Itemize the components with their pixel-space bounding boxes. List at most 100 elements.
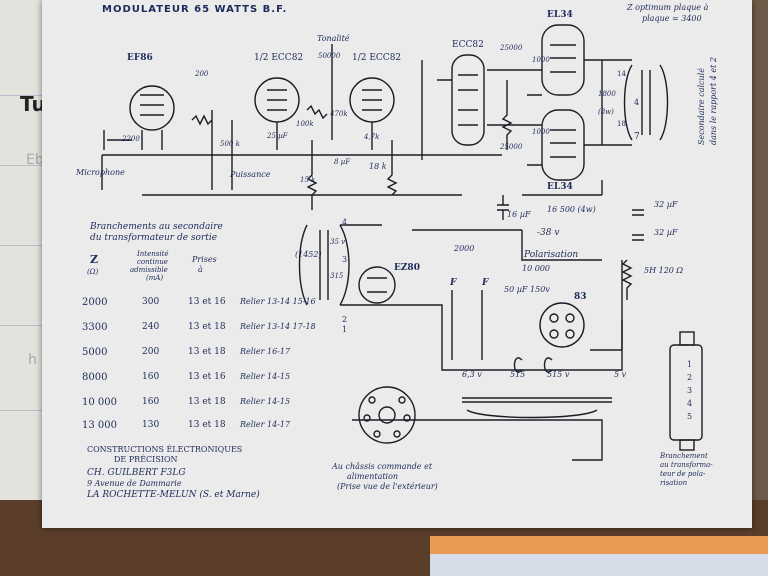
plug-pin: 3 [687,386,693,395]
maker-line: CH. GUILBERT F3LG [87,468,186,478]
table-cell-i: 240 [142,322,160,332]
table-cell-z: 10 000 [82,397,117,408]
col-header-i: admissible [130,266,168,274]
bias-voltage-label: -38 v [537,228,560,238]
side-note: dans le rapport 4 et 2 [709,57,718,145]
table-cell-i: 300 [142,297,160,307]
tube-ef86-envelope [129,85,175,131]
resistor-label: 1800 [598,90,616,98]
ruled-line [0,245,60,246]
cap-label: 32 µF [654,228,678,237]
winding-number: 35 v [330,238,346,246]
cap-label: 8 µF [334,158,351,166]
winding-number: 4 [342,218,348,227]
plug-note: au transforma- [660,461,713,469]
plug-pin: 4 [687,399,693,408]
table-cell-r: Relier 14-15 [240,372,291,381]
col-header-p: Prises [192,255,217,264]
resistor-label: 15 k [300,176,316,184]
winding-label: 515 v [547,370,570,379]
tube-83-envelope [539,302,585,348]
microphone-label: Microphone [76,168,125,177]
table-cell-i: 200 [142,347,160,357]
chassis-note: (Prise vue de l'extérieur) [337,482,438,491]
mains-transformer-core [462,397,612,403]
resistor-label: 18 k [369,162,387,171]
filament-label: F [450,278,457,288]
output-tap: 14 [617,70,626,78]
table-cell-i: 160 [142,372,160,382]
plug-note: teur de pola- [660,470,706,478]
output-tap: 4 [634,98,640,107]
table-cell-p: 13 et 18 [188,397,226,407]
resistor-label: 25000 [500,44,523,52]
winding-label: 515 [510,370,526,379]
cap-label: 32 µF [654,200,678,209]
top-right-note: plaque = 3400 [642,14,702,23]
cap-label: 16 µF [507,210,531,219]
winding-number: 1 [342,325,348,334]
resistor-label: 25000 [500,143,523,151]
resistor-label: 470k [330,110,348,118]
tube-label-ecc82-c: ECC82 [452,40,484,50]
output-tap: 18 [617,120,626,128]
table-cell-r: Relier 13-14 15-16 [240,297,316,306]
table-cell-r: Relier 14-17 [240,420,291,429]
cap-label: 200 [195,70,209,78]
plug-pin: 1 [687,360,693,369]
ruled-line [0,325,60,326]
power-transformer-core [319,230,329,300]
table-cell-p: 13 et 18 [188,322,226,332]
tube-label-el34-b: EL34 [547,182,573,192]
tube-el34-b-envelope [541,109,585,181]
table-cell-z: 2000 [82,297,108,308]
tube-label-ecc82-b: 1/2 ECC82 [352,53,402,63]
circuit-drawing [101,24,703,461]
resistor-label: 100k [296,120,314,128]
tube-ez80-envelope [358,266,396,304]
output-tap: 7 [634,132,640,142]
resistor-label: 2000 [454,244,475,253]
table-cell-r: Relier 14-15 [240,397,291,406]
winding-label: 6,3 v [462,370,482,379]
cap-label: 25 µF [267,132,288,140]
margin-note: h [28,352,37,368]
filament-label: F [482,278,489,288]
winding-label: 5 v [614,370,627,379]
col-header-z: Z [90,253,99,266]
resistor-label: 500 k [220,140,240,148]
table-cell-z: 8000 [82,372,108,383]
side-note: Secondaire calculé [697,68,706,145]
tube-label-ecc82-a: 1/2 ECC82 [254,53,304,63]
table-cell-p: 13 et 18 [188,420,226,430]
margin-note: Tu [20,92,46,116]
tube-label-83: 83 [574,292,587,302]
tube-label-el34-a: EL34 [547,10,573,20]
winding-number: 2 [342,315,348,324]
winding-number: 3 [342,255,348,264]
maker-line: CONSTRUCTIONS ÉLECTRONIQUES [87,445,243,454]
puissance-label: Puissance [230,170,271,179]
tube-label-ez80: EZ80 [394,263,420,273]
tonalite-label: Tonalité [317,34,350,43]
table-cell-p: 13 et 16 [188,372,226,382]
bias-plug-icon [669,344,703,441]
schematic-title: MODULATEUR 65 WATTS B.F. [102,4,288,15]
resistor-label: 4,7k [364,133,380,141]
maker-line: DE PRÉCISION [114,455,178,464]
cap-label: 2200 [122,135,140,143]
col-header-i: (mA) [146,274,164,282]
table-cell-z: 13 000 [82,420,117,431]
table-cell-i: 160 [142,397,160,407]
schematic-sheet: MODULATEUR 65 WATTS B.F. Z optimum plaqu… [42,0,752,528]
tube-label-ef86: EF86 [127,53,153,63]
cap-label: 50 µF 150v [504,285,550,294]
choke-label: 5H 120 Ω [644,266,684,275]
tube-ecc82-c-envelope [451,54,485,146]
table-cell-z: 5000 [82,347,108,358]
ruled-line [0,410,60,411]
plug-note: risation [660,479,688,487]
transformer-code-label: (1452) [295,250,322,259]
table-cell-r: Relier 13-14 17-18 [240,322,316,331]
col-header-p: à [198,265,203,274]
